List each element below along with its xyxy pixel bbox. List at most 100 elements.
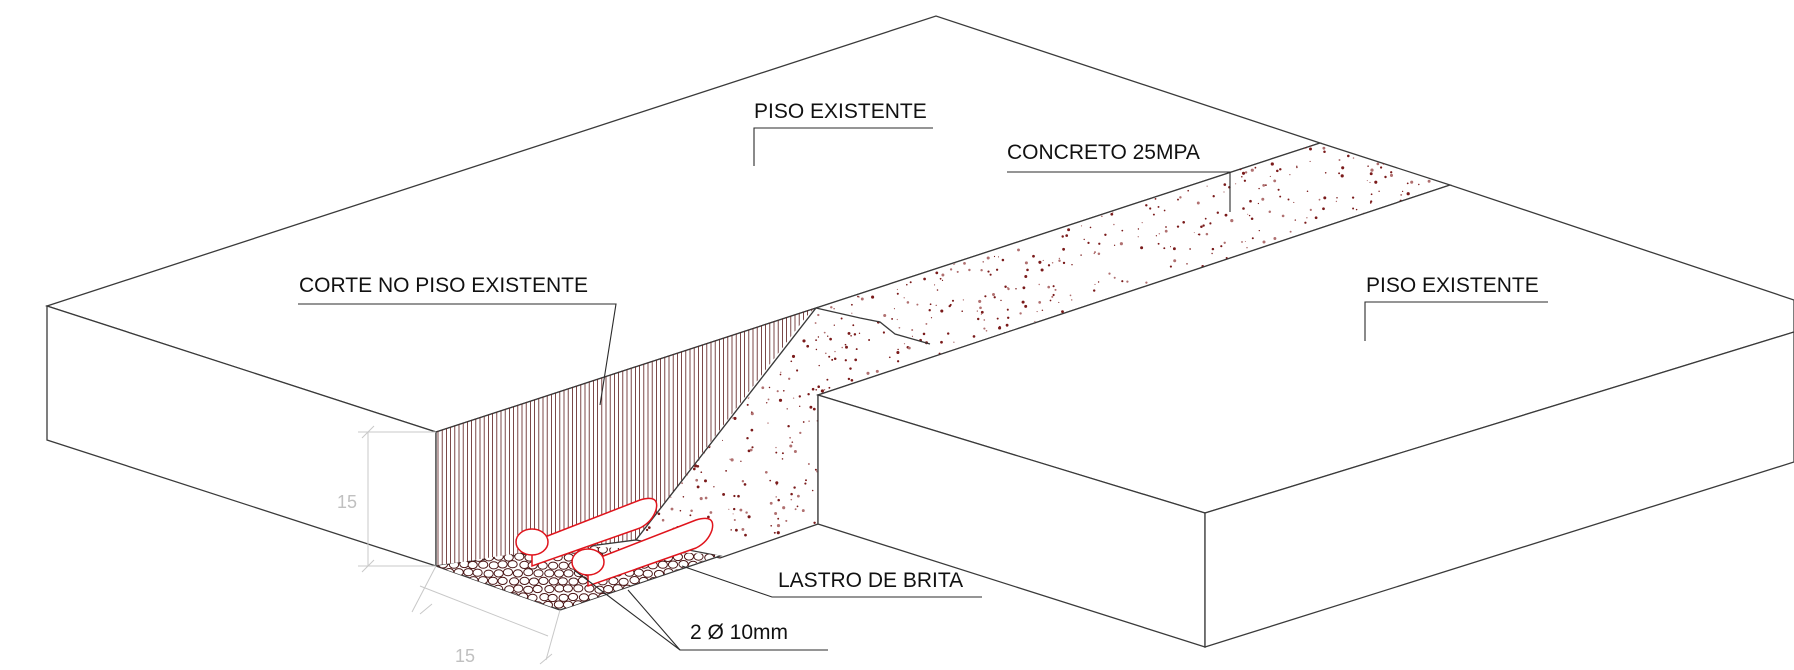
gravel-stone (523, 585, 534, 594)
concrete-speckle (1336, 197, 1338, 199)
gravel-stone (436, 584, 445, 593)
concrete-speckle (1289, 174, 1291, 176)
concrete-speckle (787, 424, 790, 428)
concrete-speckle (1323, 150, 1326, 154)
pipe-front (571, 517, 714, 588)
concrete-speckle (1186, 263, 1188, 265)
gravel-stone (519, 560, 530, 570)
gravel-stone (488, 561, 499, 570)
gravel-stone (493, 599, 504, 609)
concrete-speckle (979, 306, 982, 310)
gravel-stone (633, 568, 644, 577)
concrete-speckle (1223, 183, 1227, 186)
concrete-speckle (818, 364, 820, 367)
concrete-speckle (911, 329, 914, 331)
concrete-speckle (798, 547, 802, 550)
concrete-speckle (860, 297, 864, 301)
concrete-speckle (1338, 159, 1341, 161)
concrete-speckle (1369, 172, 1373, 176)
concrete-speckle (1163, 247, 1166, 250)
concrete-speckle (796, 369, 799, 372)
concrete-speckle (1149, 207, 1152, 210)
gravel-stone (454, 585, 465, 594)
gravel-stone (567, 592, 579, 602)
concrete-speckle (828, 355, 831, 358)
right-floor-slab (815, 184, 1794, 648)
concrete-speckle (1265, 184, 1267, 187)
gravel-stone (484, 585, 495, 594)
gravel-stone (483, 569, 494, 578)
gravel-stone (457, 609, 468, 610)
concrete-speckle (1287, 198, 1290, 201)
gravel-stone (698, 609, 710, 610)
concrete-speckle (980, 268, 983, 272)
concrete-speckle (1058, 259, 1061, 262)
gravel-stone (553, 600, 565, 609)
concrete-speckle (849, 367, 852, 370)
concrete-speckle (825, 535, 828, 538)
gravel-stone (688, 575, 699, 585)
concrete-speckle (770, 524, 773, 527)
concrete-speckle (759, 568, 761, 570)
concrete-speckle (1306, 217, 1308, 219)
concrete-speckle (1244, 171, 1248, 174)
concrete-speckle (1005, 323, 1009, 327)
concrete-speckle (779, 373, 782, 376)
concrete-speckle (949, 303, 952, 306)
concrete-speckle (972, 335, 976, 338)
concrete-speckle (1379, 166, 1383, 169)
concrete-speckle (1268, 210, 1272, 213)
concrete-speckle (963, 262, 966, 265)
concrete-speckle (1296, 165, 1298, 167)
concrete-speckle (776, 390, 779, 393)
concrete-speckle (769, 552, 772, 556)
concrete-speckle (1351, 196, 1355, 199)
concrete-speckle (858, 296, 860, 298)
concrete-speckle (1314, 216, 1318, 220)
concrete-speckle (1374, 180, 1378, 184)
concrete-speckle (1262, 184, 1266, 187)
gravel-stone (483, 601, 494, 610)
concrete-speckle (1198, 233, 1201, 236)
gravel-stone (588, 608, 599, 610)
concrete-speckle (1157, 205, 1160, 208)
concrete-speckle (898, 326, 901, 329)
concrete-speckle (777, 517, 780, 520)
concrete-speckle (828, 386, 831, 389)
concrete-speckle (1071, 263, 1073, 266)
label-concrete: CONCRETO 25MPA (1007, 141, 1231, 212)
concrete-speckle (776, 524, 781, 528)
gravel-stone (687, 592, 698, 601)
gravel-stone (497, 576, 508, 586)
concrete-speckle (1405, 145, 1408, 147)
concrete-speckle (1406, 182, 1409, 185)
gravel-stone (544, 569, 555, 578)
concrete-speckle (1389, 173, 1394, 177)
gravel-stone (504, 585, 515, 594)
concrete-speckle (834, 350, 836, 353)
concrete-speckle (976, 317, 980, 321)
gravel-stone (678, 609, 689, 610)
gravel-stone (463, 568, 474, 577)
gravel-stone (724, 570, 733, 577)
concrete-speckle (850, 335, 852, 337)
concrete-speckle (1234, 183, 1237, 185)
concrete-speckle (1385, 149, 1388, 153)
concrete-speckle (809, 405, 813, 409)
concrete-speckle (997, 256, 1000, 258)
concrete-speckle (767, 422, 769, 424)
concrete-speckle (1202, 224, 1205, 227)
concrete-speckle (996, 317, 999, 320)
concrete-speckle (1304, 221, 1307, 224)
concrete-speckle (1293, 201, 1295, 203)
concrete-speckle (1370, 168, 1374, 172)
concrete-speckle (775, 481, 779, 485)
concrete-speckle (961, 310, 963, 312)
gravel-stone (502, 601, 513, 610)
concrete-speckle (789, 444, 793, 448)
concrete-speckle (1322, 146, 1326, 150)
concrete-speckle (1140, 246, 1144, 250)
concrete-speckle (1296, 166, 1298, 169)
concrete-speckle (1432, 176, 1435, 179)
concrete-speckle (811, 546, 814, 549)
